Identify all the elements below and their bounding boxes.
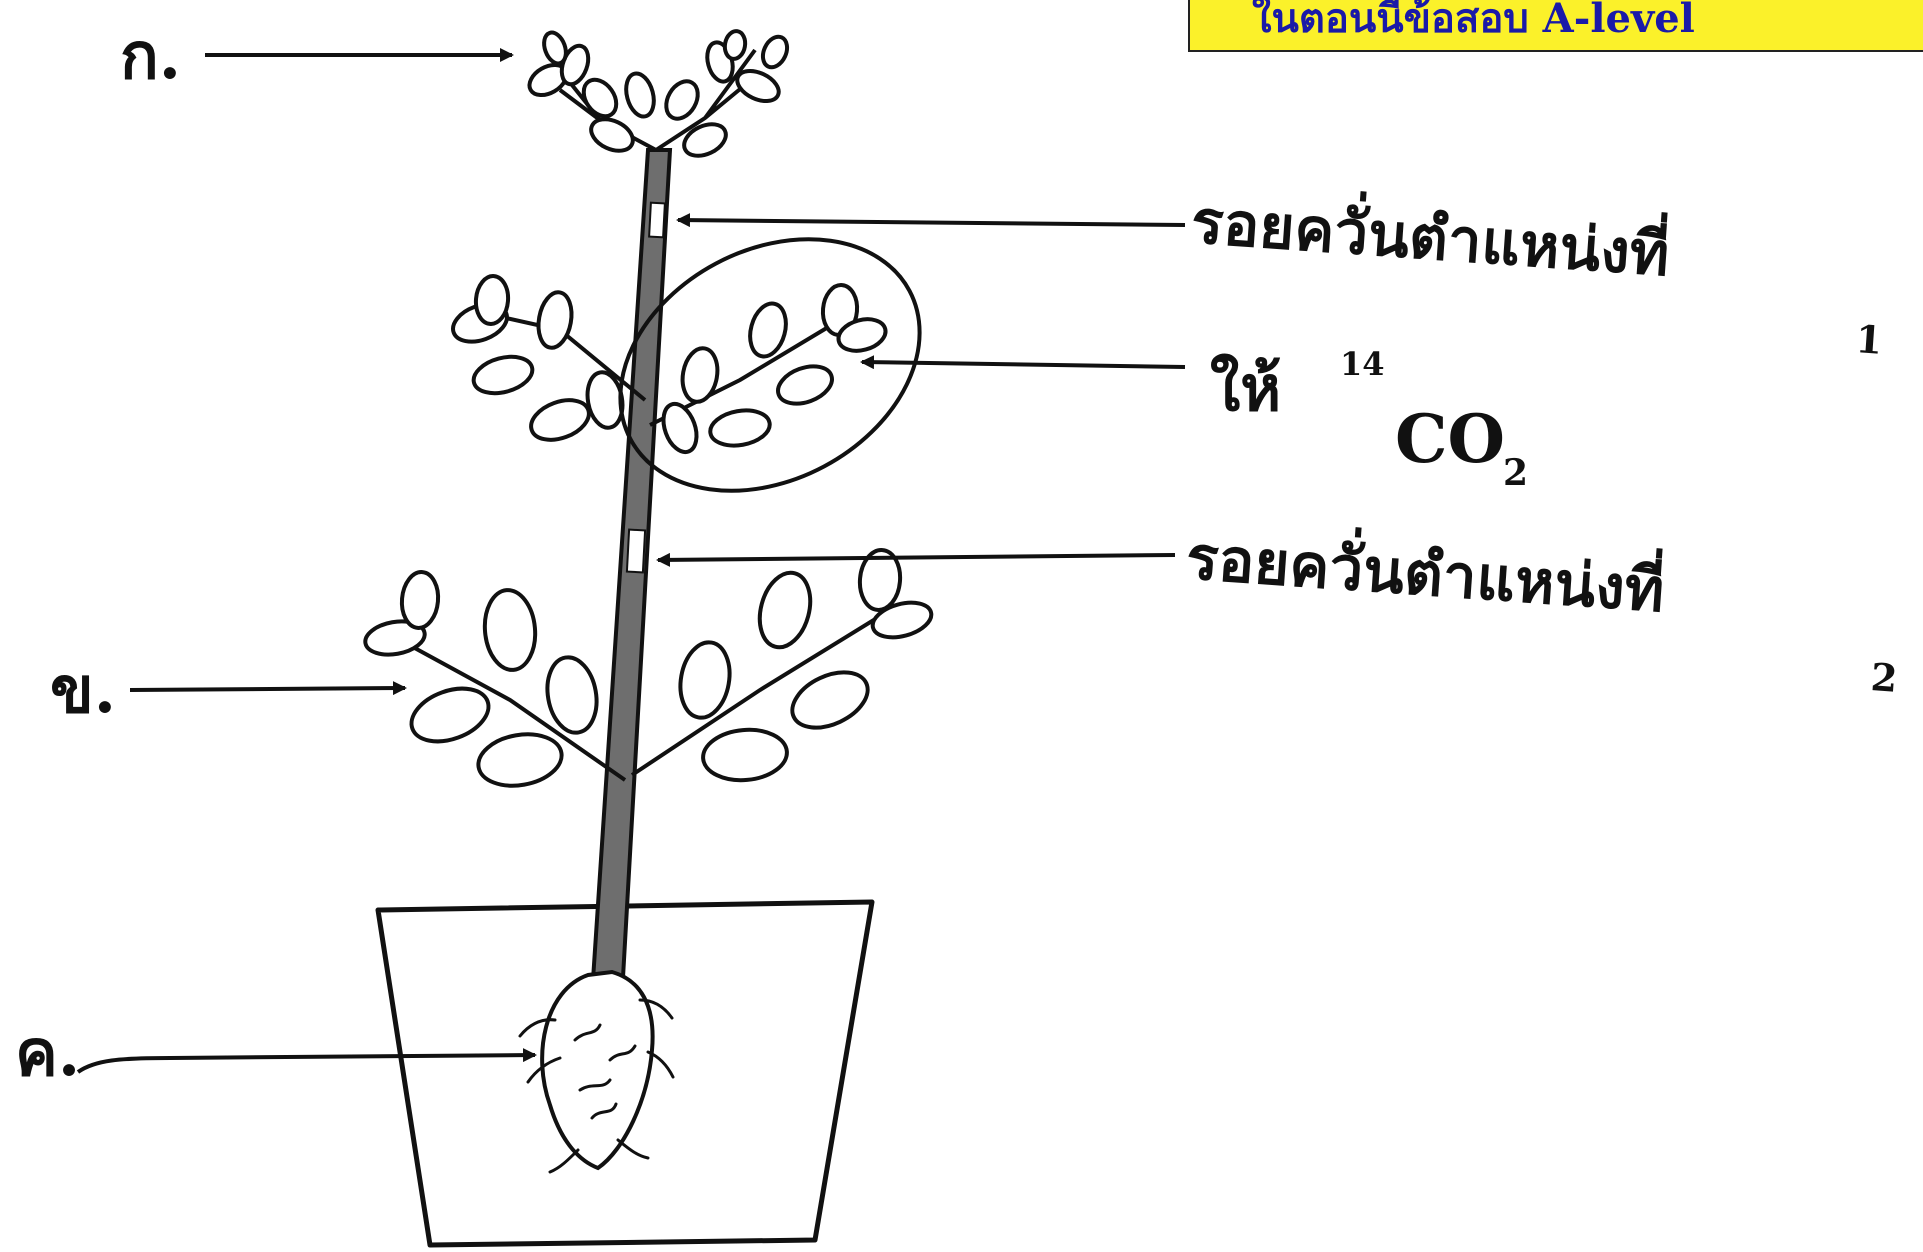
arrow-girdle-1: [678, 220, 1185, 225]
label-girdle-2: รอยควั่นตำแหน่งที่: [1184, 515, 1667, 626]
label-give: ให้: [1210, 352, 1281, 425]
label-isotope: 14: [1340, 345, 1385, 383]
arrow-girdle-2: [658, 555, 1175, 560]
top-shoot-leaves: [524, 29, 792, 162]
plant-stem: [592, 150, 670, 995]
label-co-subscript: 2: [1503, 452, 1528, 494]
arrow-co2: [862, 362, 1185, 367]
girdle-ring-1: [649, 203, 665, 238]
lower-branch-leaves: [363, 548, 935, 792]
label-girdle-1-number: 1: [1854, 316, 1884, 363]
label-girdle-2-number: 2: [1869, 654, 1899, 701]
label-girdle-1: รอยควั่นตำแหน่งที่: [1189, 179, 1672, 290]
middle-branch-leaves: [448, 275, 889, 457]
girdle-ring-2: [627, 530, 645, 573]
label-a: ก.: [120, 19, 181, 94]
label-b: ข.: [50, 653, 116, 728]
label-co: CO: [1395, 400, 1505, 478]
arrow-b: [130, 688, 405, 690]
label-c: ค.: [15, 1016, 80, 1091]
